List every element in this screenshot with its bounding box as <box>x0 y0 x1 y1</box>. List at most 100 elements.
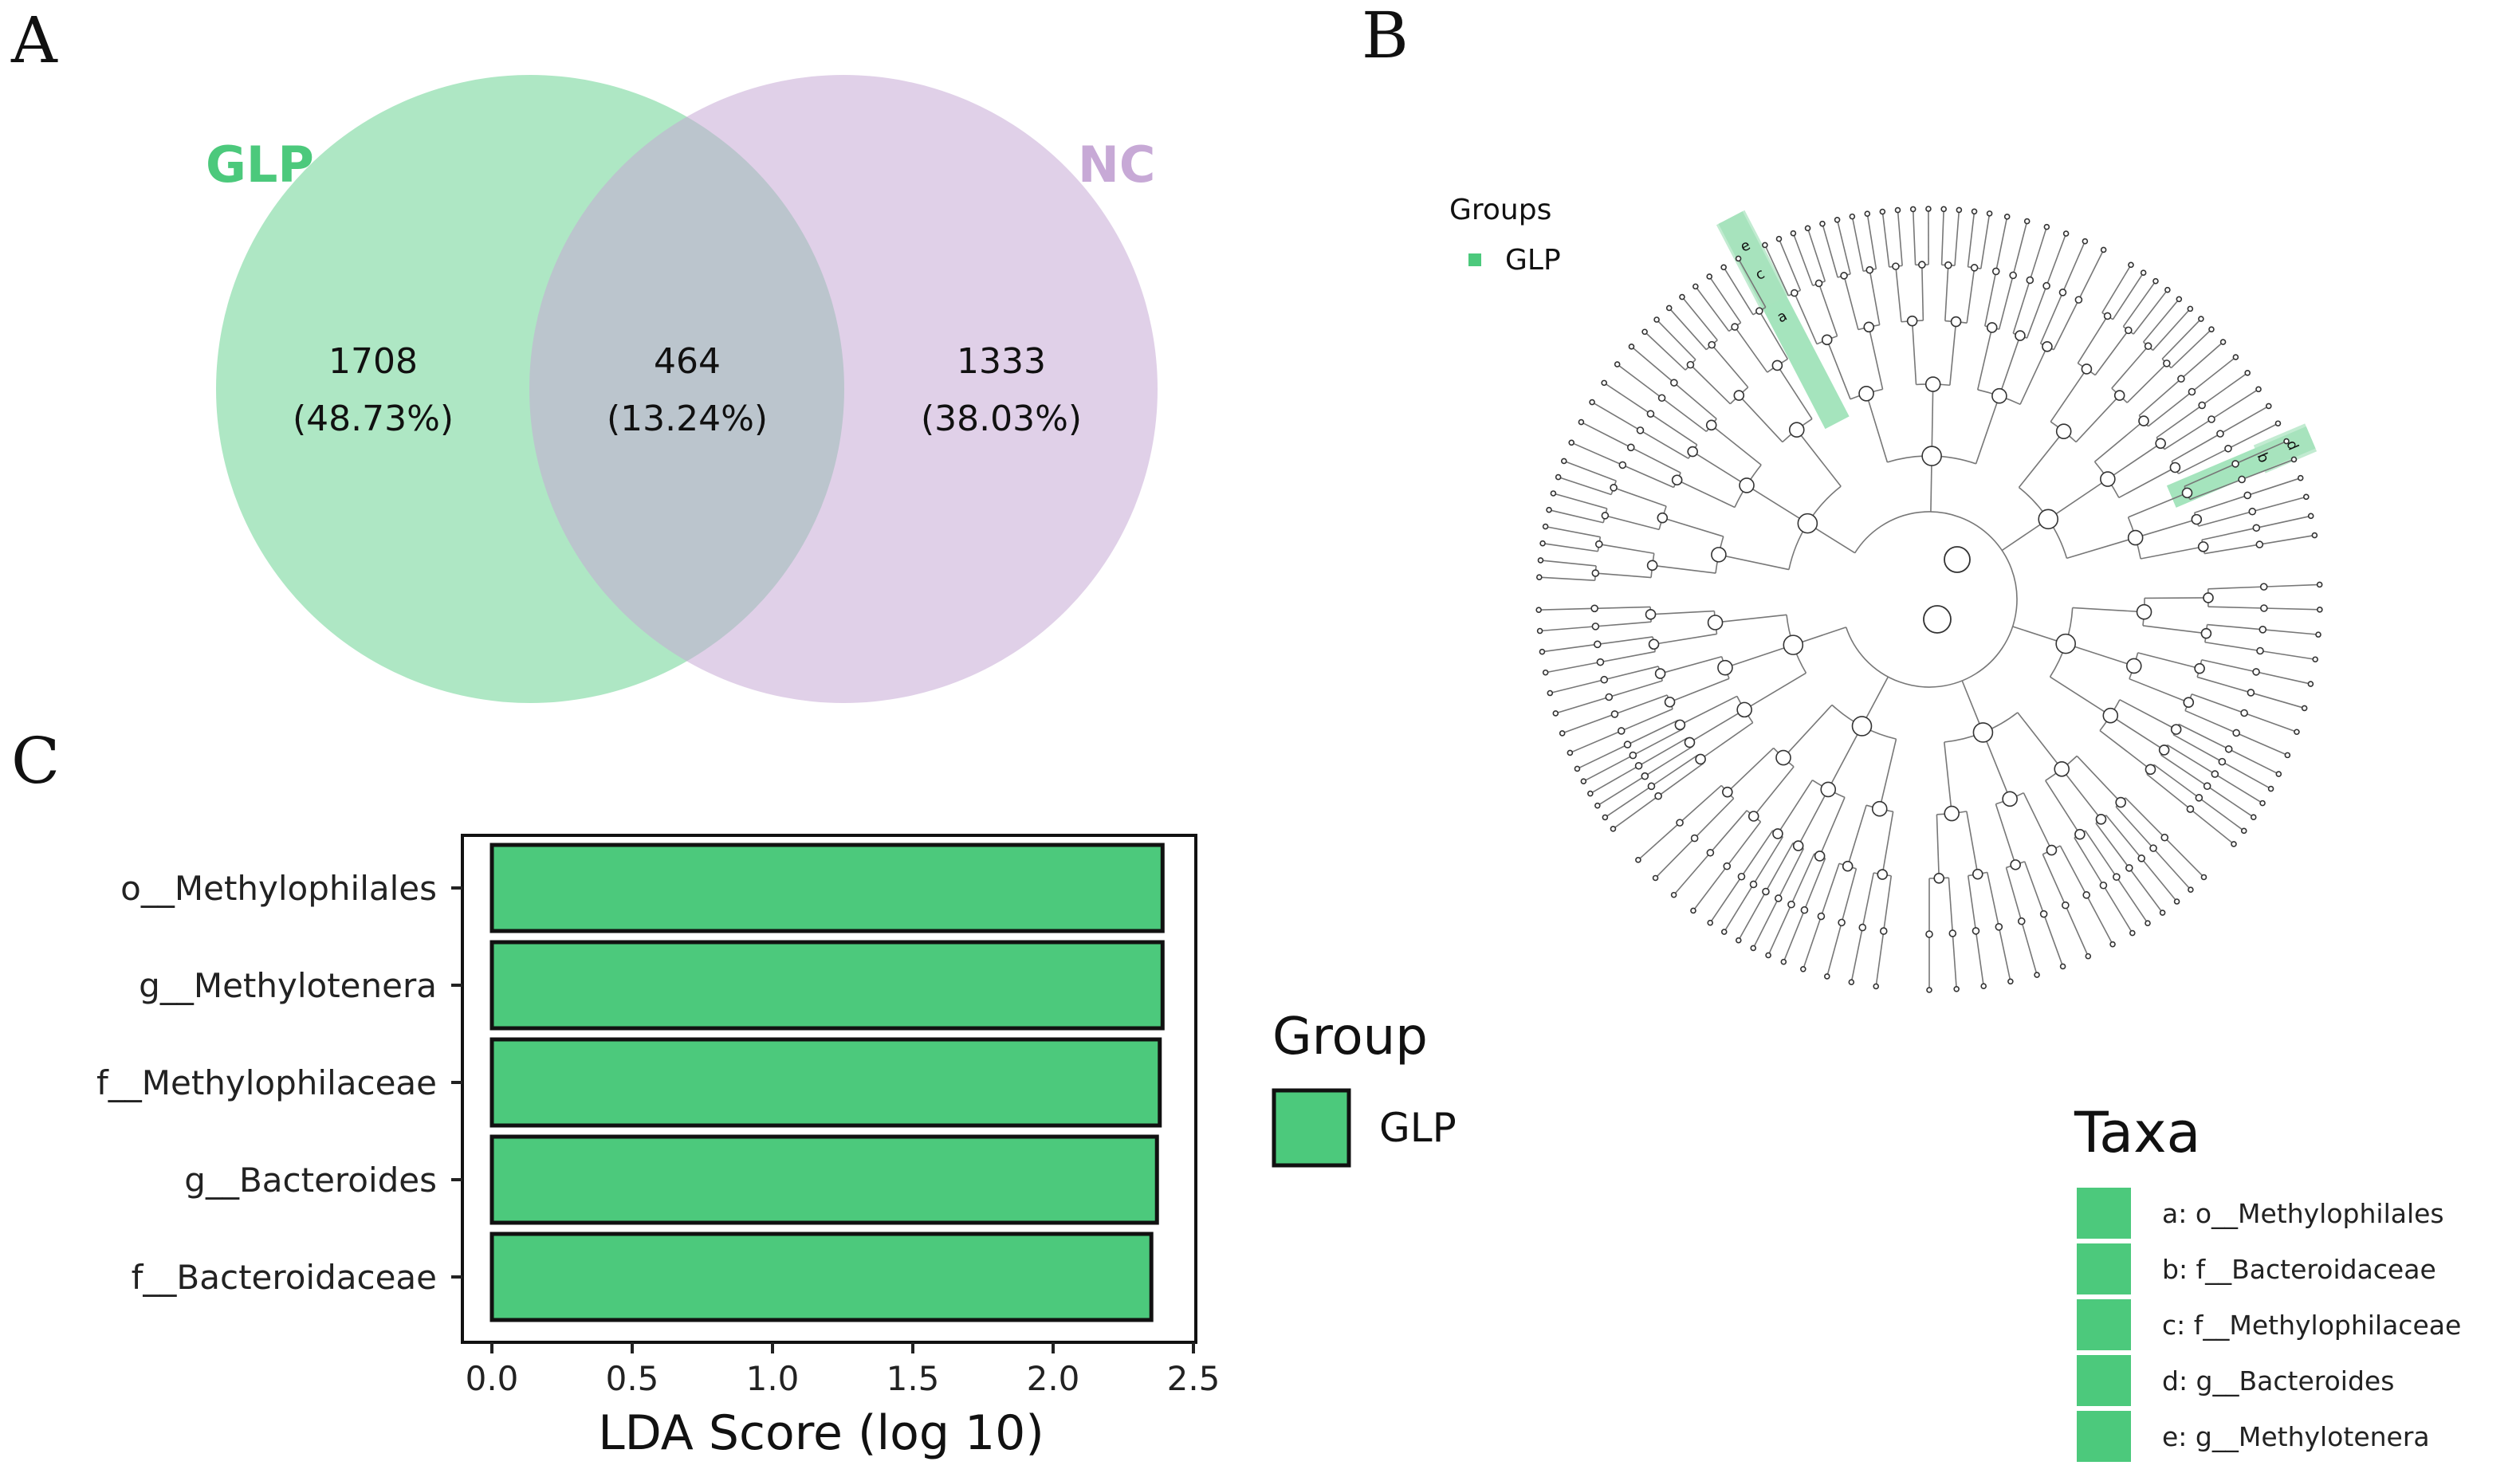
clade-branch <box>1539 607 1595 611</box>
clade-node <box>1790 230 1797 237</box>
clade-branch <box>1692 866 1728 911</box>
clade-branch <box>2107 442 2161 480</box>
clade-branch <box>2198 797 2245 831</box>
clade-node <box>2198 316 2204 322</box>
clade-branch <box>1563 460 1617 481</box>
cladogram-nodes <box>1535 206 2323 993</box>
clade-branch <box>2059 845 2087 896</box>
clade-branch <box>1553 493 1607 509</box>
clade-branch <box>2126 363 2168 403</box>
clade-node <box>1601 512 1610 520</box>
venn-percent-shared: (13.24%) <box>607 399 768 439</box>
clade-branch <box>2065 642 2135 667</box>
clade-node <box>1783 634 1804 655</box>
clade-node <box>2274 420 2282 427</box>
clade-node <box>2311 532 2318 539</box>
clade-node <box>1865 265 1874 274</box>
clade-node <box>2082 238 2089 245</box>
clade-branch <box>1679 784 1722 823</box>
clade-branch <box>2012 221 2028 276</box>
clade-branch <box>1539 576 1595 581</box>
clade-branch <box>1752 898 1779 949</box>
clade-branch <box>1982 732 2011 799</box>
venn-percent-glp: (48.73%) <box>293 399 454 439</box>
clade-node <box>2100 246 2107 253</box>
x-tick-label: 2.5 <box>1167 1359 1221 1398</box>
venn-count-shared: 464 <box>654 341 721 382</box>
clade-node <box>2255 386 2262 393</box>
clade-branch <box>2228 748 2279 775</box>
clade-node <box>2113 873 2121 881</box>
clade-branch <box>1976 327 1993 391</box>
taxa-item: e: g__Methylotenera <box>2162 1421 2430 1452</box>
clade-branch <box>1796 429 1842 487</box>
clade-branch <box>1895 266 1902 322</box>
clade-node <box>1909 206 1917 213</box>
clade-branch <box>1861 872 1875 928</box>
clade-branch <box>1591 401 1641 431</box>
clade-branch <box>1995 803 2016 866</box>
clade-branch <box>2050 368 2088 422</box>
clade-node <box>1707 615 1724 631</box>
clade-node <box>1735 937 1742 944</box>
clade-branch <box>1851 216 1864 272</box>
clade-node <box>1792 840 1804 851</box>
clade-branch <box>1715 614 1787 623</box>
panel-letter-a: A <box>10 3 58 77</box>
clade-highlight <box>2253 423 2318 473</box>
clade-branch <box>1850 927 1864 983</box>
clade-node <box>1720 929 1728 935</box>
clade-branch <box>1594 606 1651 610</box>
clade-node <box>2169 462 2181 473</box>
cladogram-legend-title: Groups <box>1449 194 1551 226</box>
clade-branch <box>1822 223 1838 278</box>
clade-branch <box>1605 515 1660 531</box>
clade-branch <box>1640 430 1689 459</box>
clade-node <box>1775 235 1783 242</box>
clade-node <box>1762 887 1770 896</box>
clade-branch <box>2023 861 2045 914</box>
clade-branch <box>2241 458 2294 481</box>
clade-branch <box>2065 905 2090 957</box>
clade-branch <box>1866 214 1877 269</box>
clade-node <box>1647 782 1656 791</box>
clade-branch <box>1644 331 1686 371</box>
clade-branch <box>1723 266 1754 316</box>
clade-branch <box>2046 233 2067 286</box>
clade-branch <box>1995 216 2008 272</box>
clade-branch <box>2062 241 2086 293</box>
clade-node <box>1733 390 1745 401</box>
clade-branch <box>1881 811 1894 875</box>
clade-node <box>1762 242 1768 249</box>
clade-branch <box>2122 281 2156 328</box>
clade-branch <box>2061 768 2102 820</box>
clade-node <box>1755 307 1763 315</box>
clade-node <box>2042 340 2053 352</box>
clade-node <box>1635 857 1641 863</box>
clade-node <box>2208 326 2215 332</box>
clade-branch <box>2047 478 2109 521</box>
clade-branch <box>1759 310 1789 359</box>
clade-branch <box>2178 448 2229 475</box>
clade-node <box>2017 917 2026 925</box>
clade-node <box>1986 210 1993 217</box>
clade-branch <box>2198 510 2253 527</box>
clade-branch <box>1778 848 1805 899</box>
clade-node <box>1871 800 1888 817</box>
clade-node <box>2250 814 2257 821</box>
clade-node <box>2232 729 2240 737</box>
clade-node <box>1550 490 1557 497</box>
clade-branch <box>2160 754 2208 787</box>
clade-node <box>1711 547 1727 563</box>
clade-node <box>2248 507 2257 516</box>
clade-branch <box>2263 583 2320 587</box>
cladogram: e c a d b <box>1535 206 2323 993</box>
clade-branch <box>2128 492 2188 518</box>
clade-node <box>1645 609 1657 620</box>
clade-branch <box>1803 916 1822 970</box>
clade-node <box>2002 791 2018 807</box>
lda-legend-item: GLP <box>1379 1105 1457 1151</box>
clade-node <box>2155 438 2166 450</box>
clade-node <box>2244 370 2251 376</box>
clade-branch <box>2109 715 2165 751</box>
